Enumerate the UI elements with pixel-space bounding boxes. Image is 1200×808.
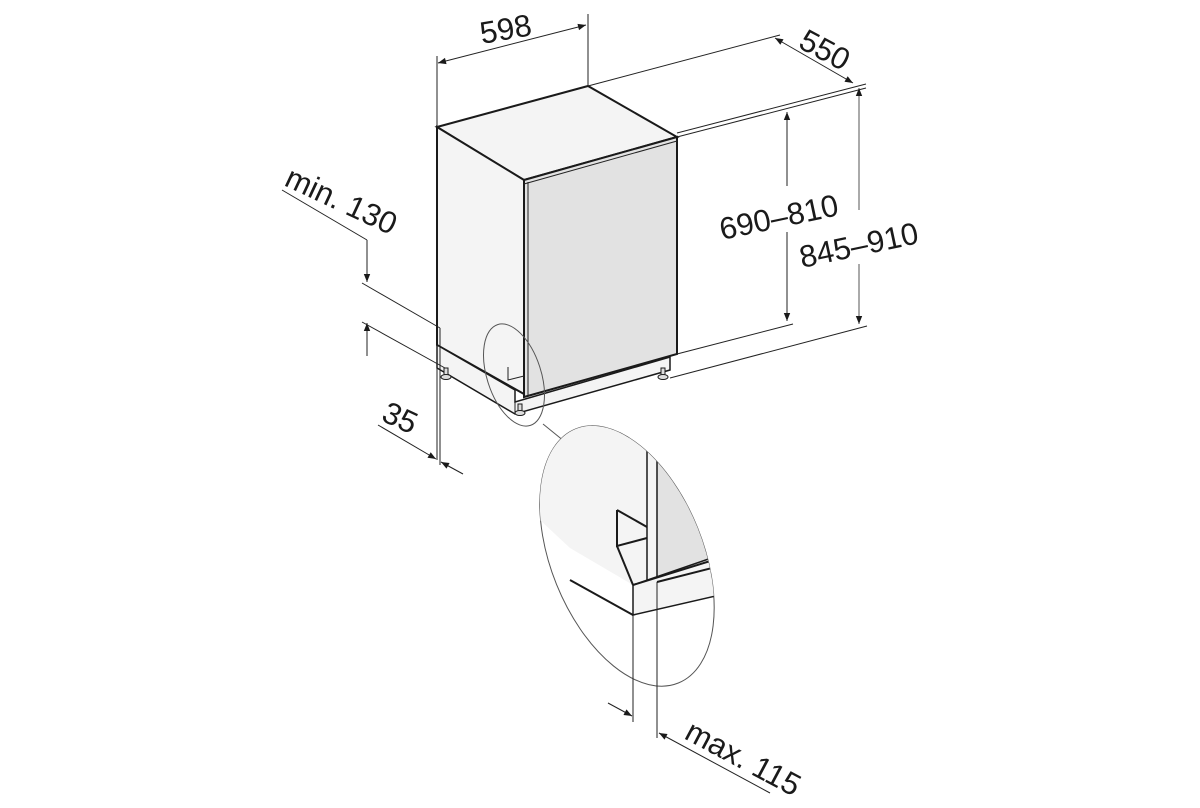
plinth-recess-label: max. 115 [680, 713, 807, 803]
dimension-plinth-left: min. 130 35 [280, 160, 464, 475]
width-label: 598 [477, 7, 534, 50]
front-door-panel [523, 135, 678, 399]
detail-magnification: max. 115 [539, 420, 807, 803]
adjustable-feet [440, 367, 669, 416]
plinth-min-label: min. 130 [280, 160, 403, 242]
depth-label: 550 [794, 22, 856, 77]
detail-callout-circle [483, 323, 545, 427]
plinth-offset-label: 35 [377, 395, 423, 441]
appliance-body [434, 84, 680, 451]
door-top-edge [523, 140, 678, 185]
plinth-notch [507, 367, 525, 381]
dimension-heights: 690–810 845–910 [669, 88, 922, 379]
